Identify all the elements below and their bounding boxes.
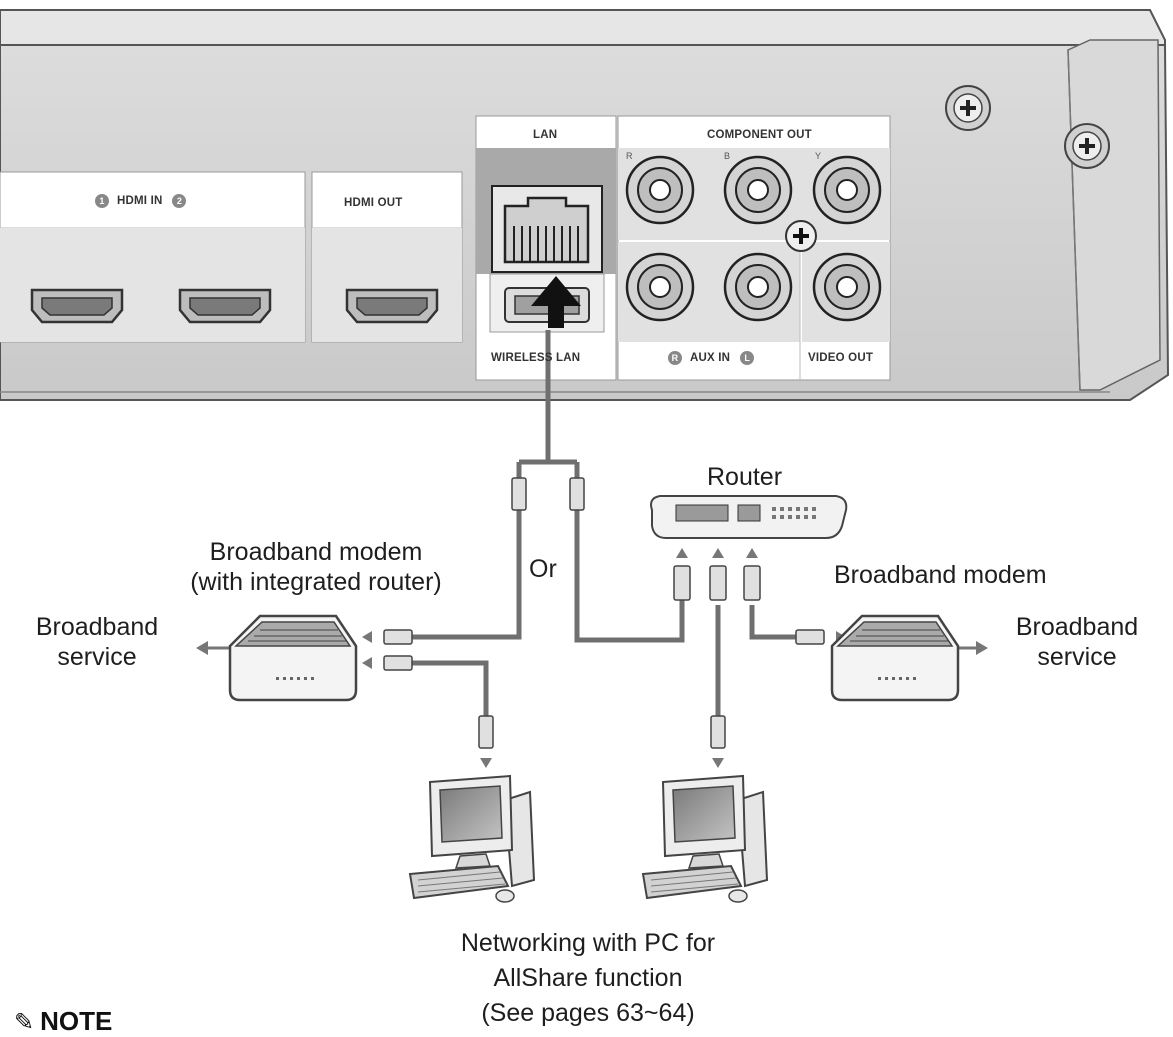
direction-arrows bbox=[362, 548, 846, 768]
component-jack-letter-r: R bbox=[626, 151, 633, 161]
aux-in-l-badge: L bbox=[740, 351, 755, 365]
service-right-label: Broadband service bbox=[992, 612, 1162, 672]
component-jack-letter-b: B bbox=[724, 151, 731, 161]
pencil-note-icon: ✎ bbox=[14, 1009, 35, 1036]
rj45-plug-icon bbox=[383, 477, 825, 749]
component-jack-letter-y: Y bbox=[815, 151, 822, 161]
note-heading: ✎NOTE bbox=[14, 1006, 112, 1037]
panel-screw-icon bbox=[785, 220, 817, 252]
component-out-label: COMPONENT OUT bbox=[707, 129, 812, 141]
video-out-label: VIDEO OUT bbox=[808, 352, 874, 364]
hdmi-out-port-icon bbox=[345, 288, 439, 324]
router-icon bbox=[650, 495, 848, 539]
hdmi-in-port-1-icon bbox=[30, 288, 124, 324]
aux-in-r-badge: R bbox=[668, 351, 682, 365]
modem-right-label: Broadband modem bbox=[834, 561, 1047, 589]
or-label: Or bbox=[529, 555, 557, 583]
screw-icon bbox=[1064, 123, 1110, 169]
hdmi-in-label: HDMI IN bbox=[117, 195, 163, 207]
hdmi-out-label: HDMI OUT bbox=[344, 197, 403, 209]
modem-integrated-label: Broadband modem (with integrated router) bbox=[146, 537, 486, 597]
network-cables bbox=[412, 330, 796, 716]
service-left-line-1: Broadband bbox=[35, 613, 159, 641]
pc-networking-label: Networking with PC for AllShare function… bbox=[420, 926, 756, 1031]
modem-integrated-line-2: (with integrated router) bbox=[190, 568, 442, 596]
aux-in-l-jack-icon bbox=[723, 252, 793, 322]
hdmi-in-2-badge: 2 bbox=[172, 194, 187, 208]
home-theater-rear-panel bbox=[0, 9, 1170, 401]
aux-in-label: AUX IN bbox=[690, 352, 731, 364]
note-title: NOTE bbox=[40, 1006, 113, 1036]
lan-port-icon bbox=[491, 185, 603, 273]
wireless-lan-label: WIRELESS LAN bbox=[491, 352, 581, 364]
connection-arrow-icon bbox=[531, 276, 581, 328]
broadband-modem-icon bbox=[830, 614, 960, 702]
component-out-b-jack-icon bbox=[723, 155, 793, 225]
screw-icon bbox=[945, 85, 991, 131]
video-out-jack-icon bbox=[812, 252, 882, 322]
component-out-y-jack-icon bbox=[812, 155, 882, 225]
broadband-modem-integrated-icon bbox=[228, 614, 358, 702]
router-label: Router bbox=[707, 463, 783, 491]
pc-icon-left bbox=[408, 774, 536, 903]
pc-networking-line-3: (See pages 63~64) bbox=[481, 999, 695, 1027]
service-right-line-2: service bbox=[1037, 643, 1117, 671]
aux-in-r-jack-icon bbox=[625, 252, 695, 322]
pc-networking-line-2: AllShare function bbox=[493, 964, 683, 992]
hdmi-in-1-badge: 1 bbox=[95, 194, 109, 208]
service-left-label: Broadband service bbox=[12, 612, 182, 672]
component-out-r-jack-icon bbox=[625, 155, 695, 225]
lan-label: LAN bbox=[533, 129, 558, 141]
pc-networking-line-1: Networking with PC for bbox=[460, 929, 716, 957]
service-right-line-1: Broadband bbox=[1015, 613, 1139, 641]
hdmi-in-port-2-icon bbox=[178, 288, 272, 324]
pc-icon-right bbox=[641, 774, 769, 903]
service-left-line-2: service bbox=[57, 643, 137, 671]
modem-integrated-line-1: Broadband modem bbox=[209, 538, 423, 566]
